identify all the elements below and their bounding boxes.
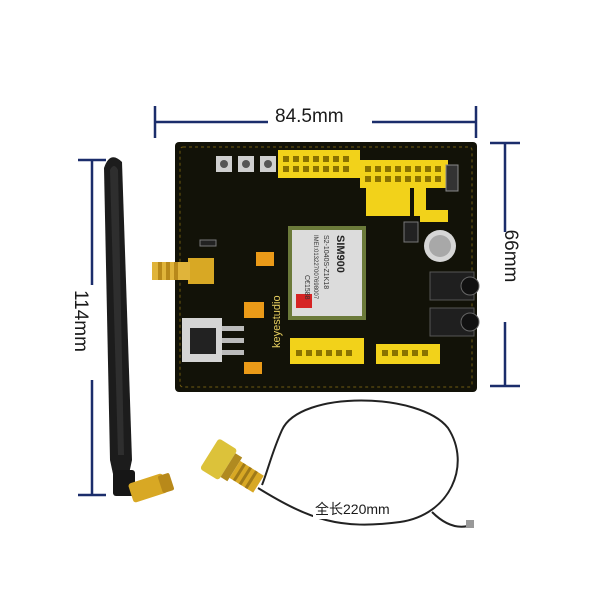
antenna-length-label: 114mm (70, 290, 91, 352)
battery-holder (424, 230, 456, 262)
module-model-label: S2-1040S-Z1K18 (322, 235, 329, 289)
board-height-label: 66mm (500, 229, 521, 283)
sma-bulkhead-connector (200, 439, 264, 493)
smd-chip (403, 221, 419, 243)
width-dimension-line (153, 106, 478, 138)
capacitor (244, 302, 264, 318)
ipex-connector (466, 520, 474, 528)
slide-switch (445, 164, 459, 192)
status-header (420, 210, 448, 222)
bottom-header-left (290, 338, 364, 364)
module-brand-label: SIM900 (334, 235, 346, 273)
top-header-right (360, 160, 448, 188)
audio-jacks (429, 271, 480, 337)
jumper-header-small (414, 186, 426, 216)
jumper-header (366, 188, 410, 216)
module-ce-label: C€1588 (303, 275, 310, 300)
antenna-dimension-line (78, 158, 106, 497)
module-imei-label: IMEI:013227007698007 (312, 235, 318, 300)
simcom-logo (296, 294, 312, 308)
rubber-duck-antenna (104, 157, 174, 503)
sma-connector (152, 258, 214, 284)
capacitor (244, 362, 262, 374)
smd-chip (199, 239, 217, 247)
top-header-left (278, 150, 360, 178)
brand-label: keyestudio (271, 295, 283, 348)
cable-length-label: 全长220mm (313, 499, 392, 519)
ipex-antenna-cable (200, 399, 474, 528)
bottom-header-right (376, 344, 440, 364)
voltage-regulator (182, 318, 244, 362)
board-width-label: 84.5mm (275, 106, 344, 127)
gsm-shield-board: SIM900 S2-1040S-Z1K18 IMEI:0132270076980… (152, 142, 480, 392)
capacitor (256, 252, 274, 266)
height-dimension-line (490, 141, 520, 388)
push-buttons (216, 156, 276, 172)
sim900-module: SIM900 S2-1040S-Z1K18 IMEI:0132270076980… (288, 226, 366, 320)
